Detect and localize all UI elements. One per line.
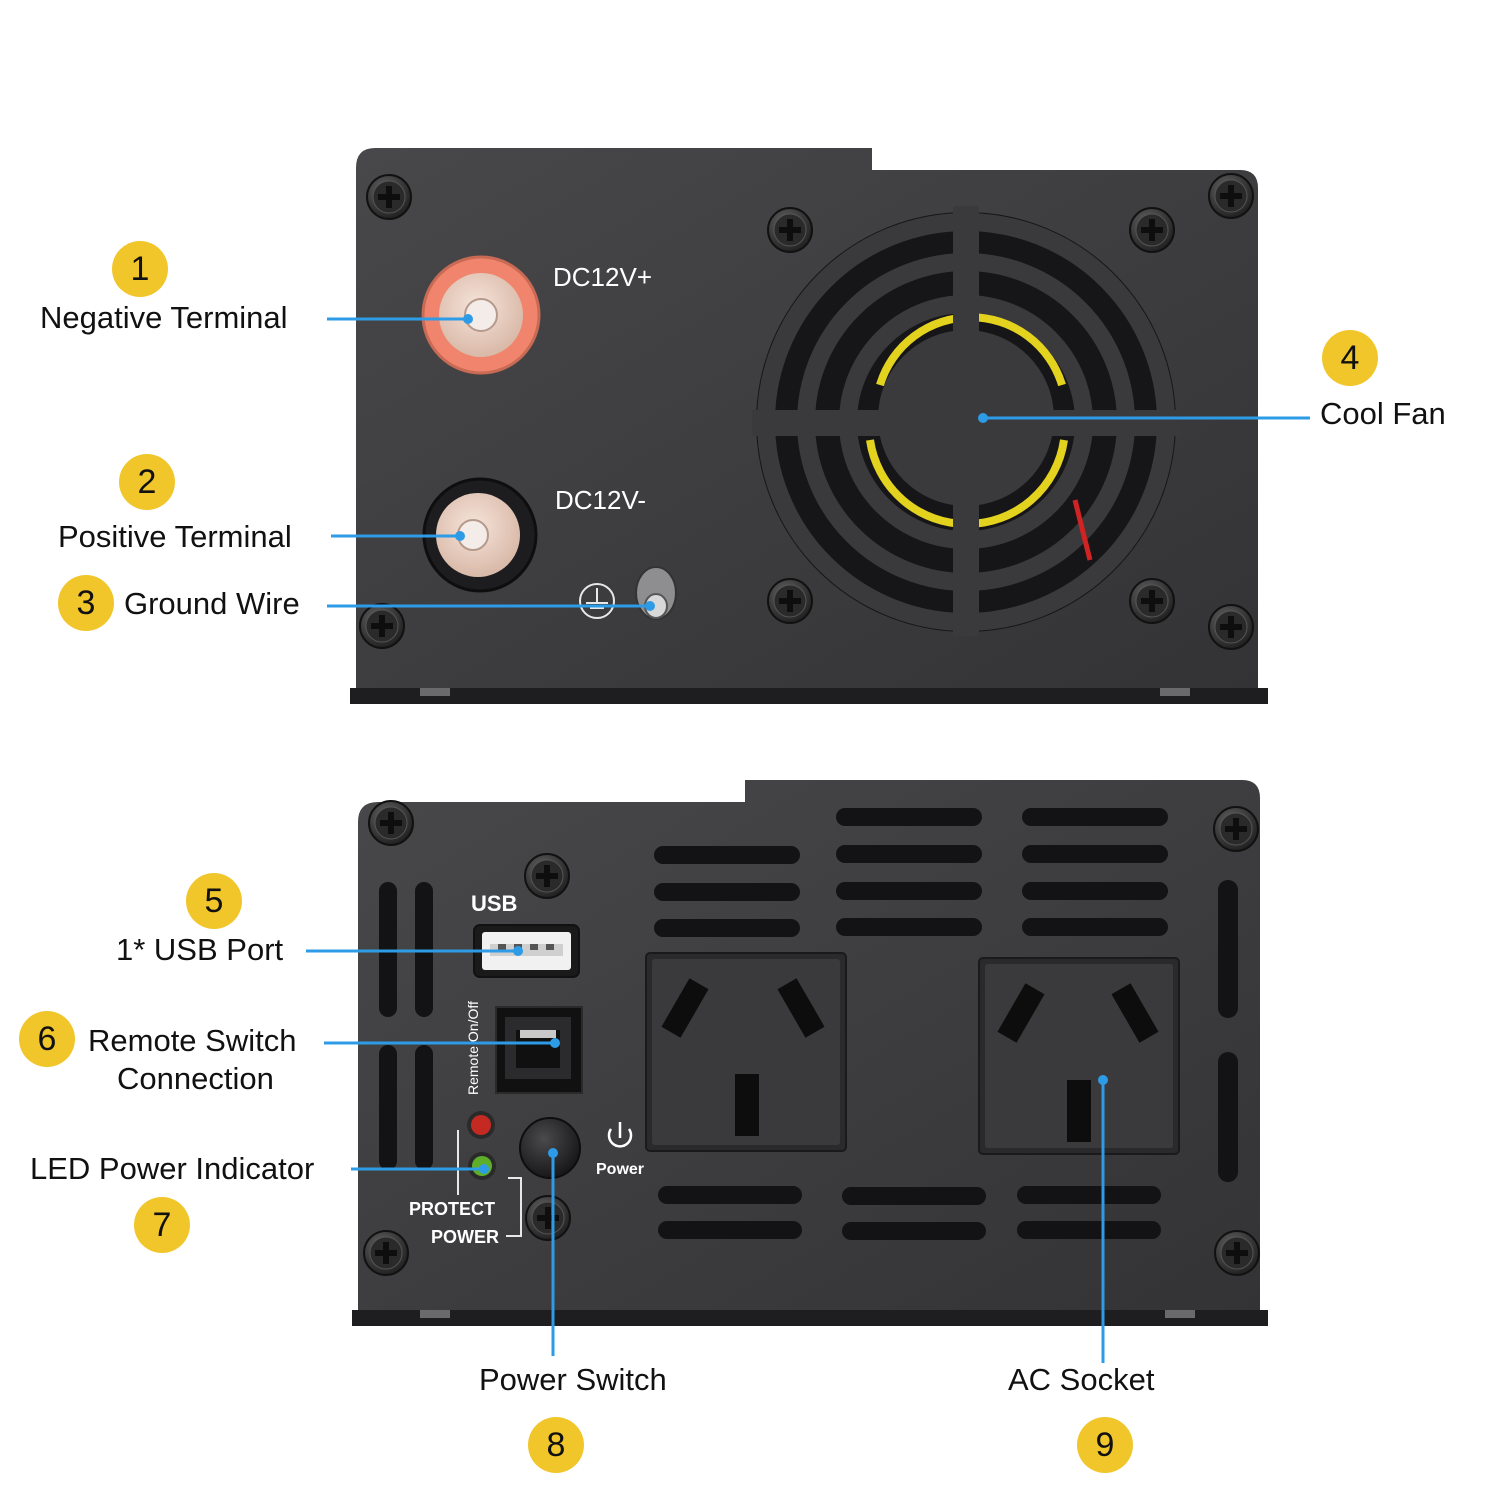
callout-badge-5: 5 [186,873,242,929]
callout-badge-1: 1 [112,241,168,297]
ground-symbol-icon [579,583,615,619]
callout-label-6-line1: Remote Switch [88,1023,297,1058]
callout-label-4: Cool Fan [1320,396,1446,431]
usb-port [473,924,580,978]
callout-badge-9: 9 [1077,1417,1133,1473]
screw-icon [767,578,813,624]
power-led-text: POWER [431,1227,499,1247]
screw-icon [1208,604,1254,650]
screw-icon [1214,1230,1260,1276]
screw-icon [1213,806,1259,852]
callout-badge-4: 4 [1322,330,1378,386]
power-symbol-icon [607,1122,633,1148]
callout-badge-8: 8 [528,1417,584,1473]
callout-label-2: Positive Terminal [58,519,292,554]
screw-icon [368,800,414,846]
ground-stud [635,566,677,620]
screw-icon [359,603,405,649]
power-button [519,1117,581,1179]
callout-badge-3: 3 [58,575,114,631]
ac-back-panel: USB Remote On/Off [352,780,1268,1326]
callout-badge-2: 2 [119,454,175,510]
dc-minus-text: DC12V- [555,485,646,515]
callout-badge-6: 6 [19,1011,75,1067]
dc-plus-text: DC12V+ [553,262,652,292]
ac-socket-left [645,952,847,1152]
callout-label-6-line2: Connection [117,1061,274,1096]
back-panel-base [352,1310,1268,1326]
remote-text: Remote On/Off [465,1001,481,1095]
power-text: Power [596,1161,644,1178]
screw-icon [524,853,570,899]
screw-icon [363,1230,409,1276]
dc-front-panel: DC12V+ DC12V- [350,148,1268,704]
screw-icon [1208,173,1254,219]
cool-fan [752,206,1180,636]
screw-icon [1129,207,1175,253]
callout-badge-7: 7 [134,1197,190,1253]
callout-label-7: LED Power Indicator [30,1151,315,1186]
screw-icon [366,174,412,220]
protect-text: PROTECT [409,1199,495,1219]
top-vents [654,808,1168,1240]
screw-icon [525,1195,571,1241]
callout-label-8: Power Switch [479,1362,667,1397]
remote-port [495,1006,583,1094]
callout-dots [455,314,1108,1174]
usb-text: USB [471,891,517,916]
callout-lines [306,317,1310,1363]
dc-positive-terminal [421,255,541,375]
ac-socket-right [978,957,1180,1155]
screw-icon [1129,578,1175,624]
led-bracket [457,1130,522,1237]
callout-label-1: Negative Terminal [40,300,288,335]
side-vents [379,880,1238,1182]
protect-led [467,1111,495,1139]
callout-label-5: 1* USB Port [116,932,284,967]
front-panel-base [350,688,1268,704]
callout-label-3: Ground Wire [124,586,300,621]
screw-icon [767,207,813,253]
callout-label-9: AC Socket [1008,1362,1155,1397]
